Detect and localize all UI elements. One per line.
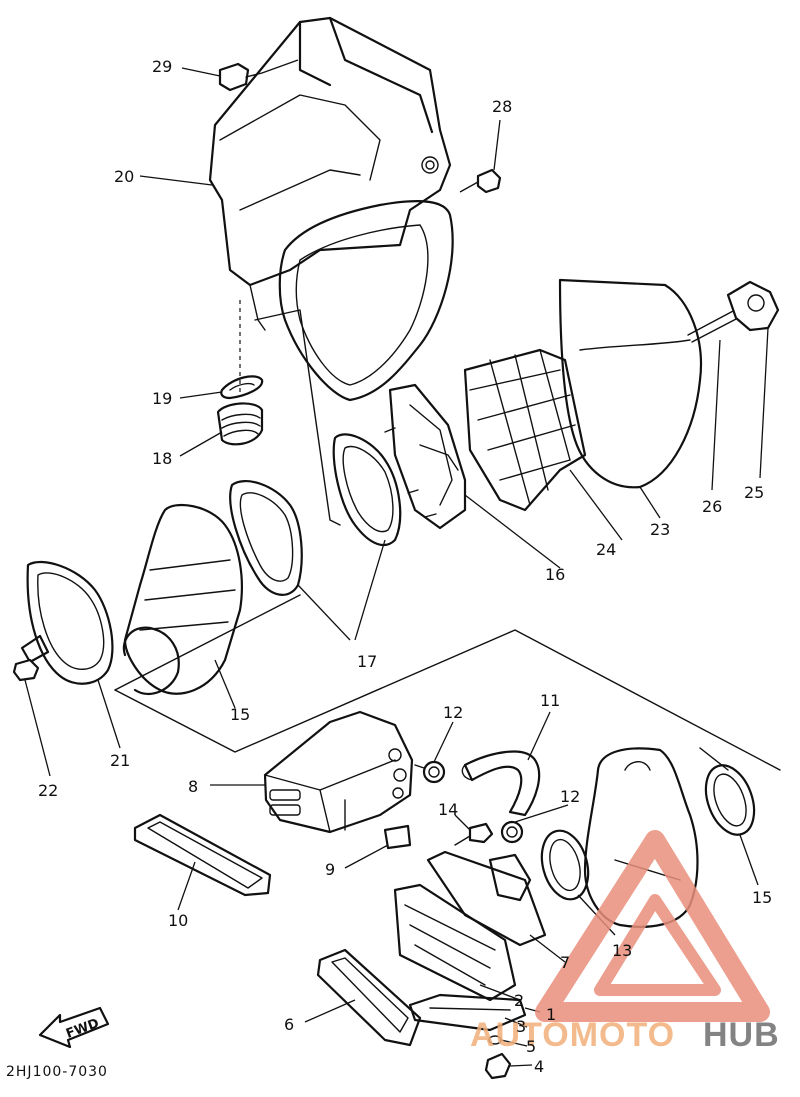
assembly-guide-lines [114,300,781,771]
callout-23: 22 [38,781,58,800]
reed-plates [408,993,527,1032]
callout-3: 3 [516,1017,526,1036]
gasket-6 [316,948,422,1047]
reed-block [393,883,517,1002]
clamp-12-left [414,760,446,784]
callout-11: 11 [540,691,560,710]
callout-13: 13 [612,941,632,960]
drawing-code: 2HJ100-7030 [6,1064,108,1080]
callout-14: 14 [438,800,458,819]
callout-27: 26 [702,497,722,516]
callout-21: 20 [114,167,134,186]
callout-12-left: 12 [443,703,463,722]
band-10 [133,813,272,897]
callout-2: 2 [514,991,524,1010]
callout-17: 16 [545,565,565,584]
callout-22: 21 [110,751,130,770]
callout-10: 10 [168,911,188,930]
callout-24: 23 [650,520,670,539]
clamp-15 [699,747,756,836]
callout-28: 28 [492,97,512,116]
forward-direction-arrow: FWD [38,1006,110,1049]
callout-1: 1 [546,1005,556,1024]
callout-25: 24 [596,540,616,559]
callout-18: 17 [357,652,377,671]
element-holder-17 [384,383,467,530]
callout-20: 19 [152,389,172,408]
gasket-20 [220,375,264,400]
cover-8 [263,710,414,834]
callout-29: 29 [152,57,172,76]
bolt-28 [459,119,502,194]
watermark-logo: AUTOMOTO HUB [470,830,780,1054]
callout-26: 25 [744,483,764,502]
watermark-text-secondary: HUB [703,1016,780,1054]
callout-8: 8 [188,777,198,796]
callout-4: 4 [534,1057,544,1076]
fwd-label: FWD [64,1016,101,1042]
callout-9: 9 [325,860,335,879]
clamp-12-right [500,820,524,844]
callout-labels: 29 28 20 19 18 16 24 23 26 25 17 15 21 2… [38,57,772,1076]
wing-bolt-26-27 [687,280,780,343]
filter-guide-25 [463,348,587,512]
bolt-29 [218,59,299,92]
reed-manifold-7 [426,850,547,947]
callout-leaders [24,67,769,1067]
callout-7: 7 [560,953,570,972]
nut-23 [12,658,40,682]
hose-11 [461,750,541,817]
screw-4 [484,1052,512,1080]
callout-16: 15 [230,705,250,724]
callout-19: 18 [152,449,172,468]
plate-22 [20,560,114,685]
screw-14 [454,822,494,846]
air-box [208,16,454,402]
callout-15: 15 [752,888,772,907]
air-box-joint-16 [122,503,243,696]
callout-6: 6 [284,1015,294,1034]
callout-5: 5 [526,1037,536,1056]
boot-19 [216,402,264,446]
gasket-18-right [332,433,402,547]
label-9 [344,799,412,850]
watermark-text-primary: AUTOMOTO [470,1016,675,1054]
callout-12-right: 12 [560,787,580,806]
